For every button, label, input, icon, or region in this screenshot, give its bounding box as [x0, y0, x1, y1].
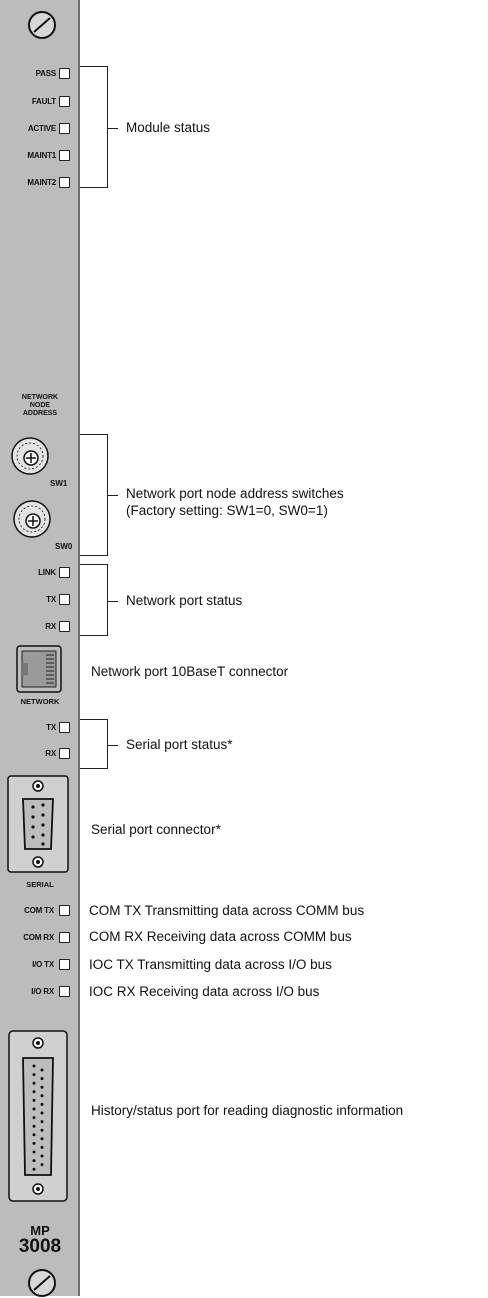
db25-pin [32, 1090, 36, 1094]
serial-port-status-annotation: Serial port status* [126, 737, 233, 752]
db25-pin [32, 1098, 36, 1102]
serial-tx-led [59, 722, 70, 733]
network-status-leader [108, 601, 118, 602]
network-status-bracket [80, 564, 108, 636]
ioc-rx-annotation: IOC RX Receiving data across I/O bus [89, 984, 320, 999]
io-rx-led [59, 986, 70, 997]
db25-pin [32, 1141, 36, 1145]
db25-pin [32, 1064, 36, 1068]
serial-db9-connector-icon [7, 775, 69, 873]
db25-pin [40, 1145, 44, 1149]
led-label-serial-rx: RX [45, 749, 56, 758]
led-label-com-rx: COM RX [23, 933, 54, 942]
fault-led [59, 96, 70, 107]
db25-pin [40, 1111, 44, 1115]
network-node-address-label: NETWORK NODE ADDRESS [21, 394, 59, 417]
network-tx-led [59, 594, 70, 605]
sw1-label: SW1 [50, 479, 68, 488]
db25-pin [40, 1094, 44, 1098]
com-tx-annotation: COM TX Transmitting data across COMM bus [89, 903, 365, 918]
network-connector-label: NETWORK [20, 697, 60, 706]
model-line-1: MP [30, 1223, 50, 1238]
network-rx-led [59, 621, 70, 632]
led-label-io-rx: I/O RX [31, 987, 54, 996]
history-status-port-icon [8, 1030, 68, 1202]
serial-status-leader [108, 745, 118, 746]
led-label-network-rx: RX [45, 622, 56, 631]
db25-pin [40, 1068, 44, 1072]
led-label-serial-tx: TX [46, 723, 56, 732]
db25-pin [32, 1159, 36, 1163]
link-led [59, 567, 70, 578]
network-switches-annotation-line1: Network port node address switches [126, 486, 344, 501]
db25-pin [32, 1107, 36, 1111]
db25-pin [32, 1073, 36, 1077]
model-label: MP 3008 [0, 1223, 80, 1257]
module-faceplate: PASS FAULT ACTIVE MAINT1 MAINT2 NETWORK … [0, 0, 80, 1297]
sw0-label: SW0 [55, 542, 73, 551]
db25-pin [32, 1081, 36, 1085]
led-label-link: LINK [38, 568, 56, 577]
sw1-rotary-switch-icon [11, 437, 49, 475]
db25-pin [32, 1124, 36, 1128]
db25-pin [40, 1085, 44, 1089]
db25-pin [40, 1120, 44, 1124]
sw0-rotary-switch-icon [13, 500, 51, 538]
ioc-tx-annotation: IOC TX Transmitting data across I/O bus [89, 957, 332, 972]
history-port-annotation: History/status port for reading diagnost… [91, 1103, 404, 1118]
led-label-fault: FAULT [31, 97, 56, 106]
pass-led [59, 68, 70, 79]
io-tx-led [59, 959, 70, 970]
module-status-annotation: Module status [126, 120, 211, 135]
db25-pin [40, 1077, 44, 1081]
serial-connector-label: SERIAL [26, 880, 54, 889]
led-label-maint2: MAINT2 [27, 178, 56, 187]
db25-pin [40, 1128, 44, 1132]
led-label-io-tx: I/O TX [32, 960, 54, 969]
com-rx-annotation: COM RX Receiving data across COMM bus [89, 929, 352, 944]
serial-status-bracket [80, 719, 108, 769]
db25-pin [40, 1154, 44, 1158]
network-switches-bracket [80, 434, 108, 556]
db25-pin [32, 1150, 36, 1154]
db25-pin [40, 1163, 44, 1167]
network-connector-annotation: Network port 10BaseT connector [91, 664, 289, 679]
serial-connector-annotation: Serial port connector* [91, 822, 221, 837]
db25-pin [32, 1167, 36, 1171]
maint1-led [59, 150, 70, 161]
com-tx-led [59, 905, 70, 916]
module-status-bracket [80, 66, 108, 188]
module-status-leader [108, 128, 118, 129]
com-rx-led [59, 932, 70, 943]
model-line-2: 3008 [18, 1236, 62, 1257]
network-port-status-annotation: Network port status [126, 593, 243, 608]
bottom-screw-icon [28, 1269, 56, 1297]
top-screw-icon [28, 11, 56, 39]
db25-pin [40, 1102, 44, 1106]
led-label-com-tx: COM TX [24, 906, 54, 915]
maint2-led [59, 177, 70, 188]
led-label-pass: PASS [35, 69, 57, 78]
led-label-active: ACTIVE [27, 124, 56, 133]
db25-pin [40, 1137, 44, 1141]
led-label-maint1: MAINT1 [27, 151, 56, 160]
network-switches-leader [108, 495, 118, 496]
serial-rx-led [59, 748, 70, 759]
db25-pin [32, 1116, 36, 1120]
led-label-network-tx: TX [46, 595, 56, 604]
db25-pin [32, 1133, 36, 1137]
network-rj45-connector-icon [16, 645, 62, 693]
network-switches-annotation-line2: (Factory setting: SW1=0, SW0=1) [126, 503, 328, 518]
active-led [59, 123, 70, 134]
